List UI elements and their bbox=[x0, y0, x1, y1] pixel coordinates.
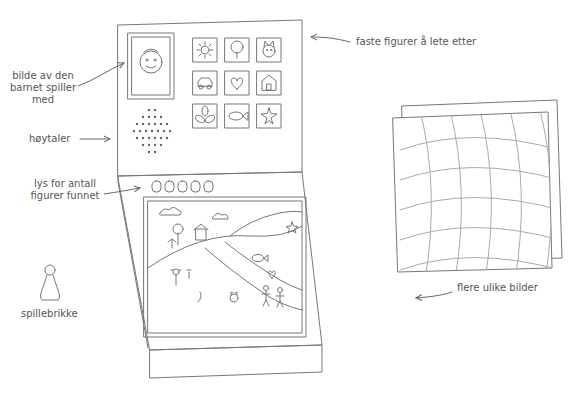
callout-label: faste figurer å lete etter bbox=[355, 36, 477, 48]
callout-label: spillebrikke bbox=[20, 308, 79, 320]
callout-label: høytaler bbox=[28, 133, 71, 145]
callout-label: lys for antall figurer funnet bbox=[26, 178, 104, 202]
callout-label: flere ulike bilder bbox=[456, 282, 539, 294]
callout-label: bilde av den barnet spiller med bbox=[8, 70, 78, 106]
